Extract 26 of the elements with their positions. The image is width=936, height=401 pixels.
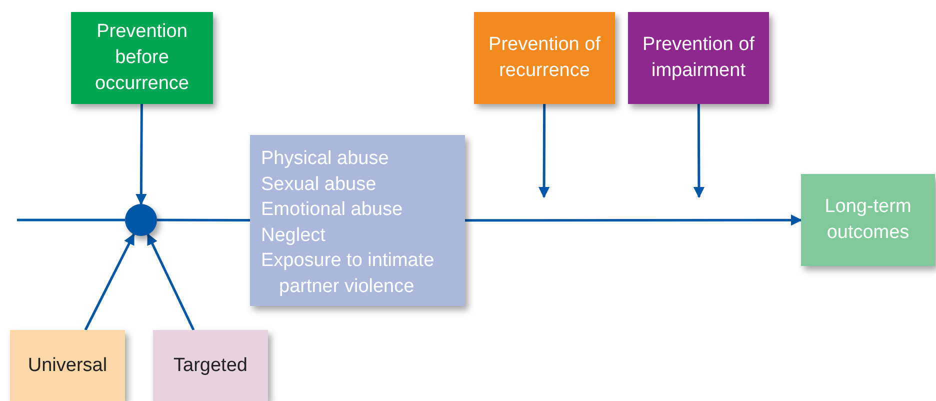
label-box xyxy=(71,12,213,104)
list-item: Exposure to intimate partner violence xyxy=(261,249,436,298)
label-box xyxy=(474,12,615,104)
arrow xyxy=(146,233,195,331)
label-box xyxy=(801,174,935,266)
box-label: Prevention of impairment xyxy=(642,33,756,83)
connector-line xyxy=(17,218,125,222)
list-item: Sexual abuse xyxy=(261,172,376,196)
arrow xyxy=(538,104,550,198)
box-label: Universal xyxy=(28,354,108,378)
box-label: Long-term outcomes xyxy=(824,195,912,245)
box-label: Prevention before occurrence xyxy=(94,20,190,96)
arrow xyxy=(465,214,802,226)
label-box xyxy=(10,330,125,401)
arrow xyxy=(693,104,705,198)
list-item: Neglect xyxy=(261,224,326,248)
list-item: Emotional abuse xyxy=(261,198,403,222)
list-item: Physical abuse xyxy=(261,147,389,171)
connector-line xyxy=(157,218,250,222)
arrow xyxy=(136,104,147,206)
label-box xyxy=(628,12,769,104)
label-box xyxy=(153,330,268,401)
abuse-types-box xyxy=(250,135,465,306)
arrow xyxy=(84,233,135,331)
box-label: Targeted xyxy=(174,354,248,378)
box-label: Prevention of recurrence xyxy=(488,33,602,83)
